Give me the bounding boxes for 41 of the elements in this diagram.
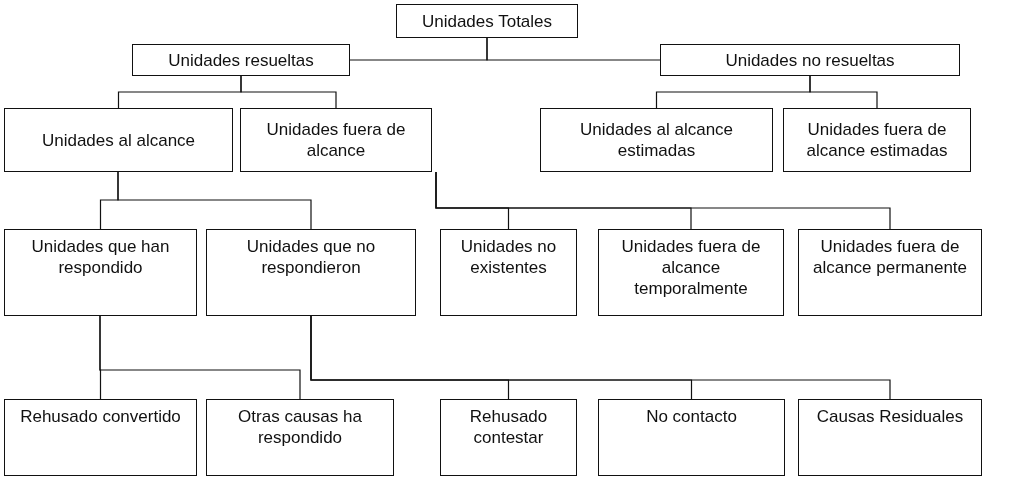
box-label: Unidades no resueltas	[725, 49, 895, 71]
category-box	[206, 229, 416, 316]
connector-line	[99, 315, 301, 400]
box-label: Unidades Totales	[421, 10, 553, 32]
connector-line	[117, 171, 312, 230]
category-box	[598, 229, 784, 316]
category-box	[783, 108, 971, 172]
box-label: Unidades al alcance estimadas	[578, 119, 735, 161]
category-box	[4, 229, 197, 316]
box-label: Unidades que han respondido	[30, 236, 171, 278]
category-box	[396, 4, 578, 38]
category-box	[598, 399, 785, 476]
connector-line	[240, 75, 337, 109]
connector-line	[486, 37, 661, 61]
box-label: No contacto	[646, 406, 737, 427]
category-box	[4, 399, 197, 476]
connector-line	[809, 75, 878, 109]
box-label: Rehusado convertido	[20, 406, 181, 427]
category-box	[440, 399, 577, 476]
connector-line	[435, 171, 891, 230]
box-label: Unidades que no respondieron	[245, 236, 377, 278]
category-box	[440, 229, 577, 316]
category-box	[4, 108, 233, 172]
box-label: Unidades fuera de alcance permanente	[811, 236, 968, 278]
category-box	[798, 399, 982, 476]
box-label: Unidades resueltas	[168, 49, 314, 71]
box-label: Rehusado contestar	[468, 406, 549, 448]
category-box	[206, 399, 394, 476]
category-box	[540, 108, 773, 172]
box-label: Unidades no existentes	[459, 236, 558, 278]
category-box	[132, 44, 350, 76]
category-box	[798, 229, 982, 316]
box-label: Unidades fuera de alcance temporalmente	[620, 236, 762, 299]
box-label: Unidades al alcance	[41, 129, 196, 151]
category-box	[240, 108, 432, 172]
box-label: Unidades fuera de alcance estimadas	[805, 119, 949, 161]
box-label: Otras causas ha respondido	[237, 406, 363, 448]
box-label: Causas Residuales	[816, 406, 964, 427]
category-box	[660, 44, 960, 76]
box-label: Unidades fuera de alcance	[265, 119, 407, 161]
connector-line	[310, 315, 891, 400]
